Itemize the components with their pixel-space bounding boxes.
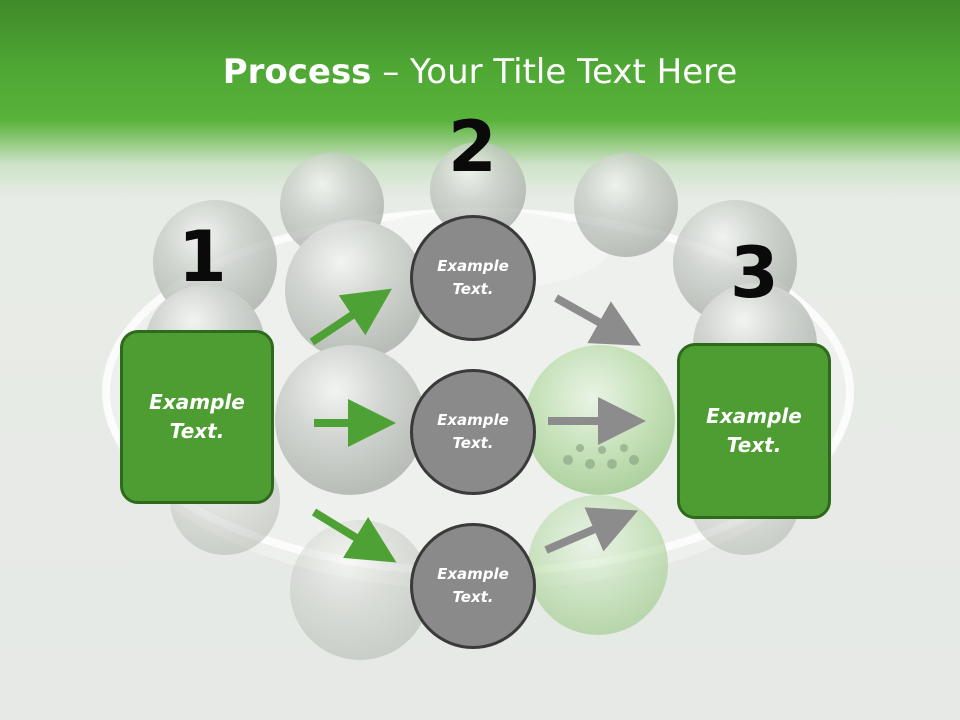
arrow-top-to-right xyxy=(554,294,641,346)
arrow-left-to-top xyxy=(309,288,392,346)
step-circle-bottom-text: Example Text. xyxy=(437,564,509,606)
step-circle-top-text: Example Text. xyxy=(437,256,509,298)
left-step-box-text: Example Text. xyxy=(149,390,245,443)
step-circle-bottom[interactable]: Example Text. xyxy=(410,523,536,649)
step-number-1: 1 xyxy=(178,216,227,298)
step-number-3: 3 xyxy=(730,232,779,314)
sphere-dimples xyxy=(563,444,639,469)
title-rest: – Your Title Text Here xyxy=(371,52,738,92)
right-step-box-text: Example Text. xyxy=(706,404,802,457)
step-circle-middle[interactable]: Example Text. xyxy=(410,369,536,495)
decorative-spheres xyxy=(145,142,817,660)
step-circle-top[interactable]: Example Text. xyxy=(410,215,536,341)
arrow-left-to-bottom xyxy=(311,508,397,563)
right-step-box[interactable]: Example Text. xyxy=(677,343,831,519)
arrow-bottom-to-right xyxy=(544,507,639,554)
title-bold: Process xyxy=(222,52,372,92)
step-number-2: 2 xyxy=(448,106,497,188)
page-title: Process – Your Title Text Here xyxy=(0,52,960,92)
left-step-box[interactable]: Example Text. xyxy=(120,330,274,504)
step-circle-middle-text: Example Text. xyxy=(437,410,509,452)
